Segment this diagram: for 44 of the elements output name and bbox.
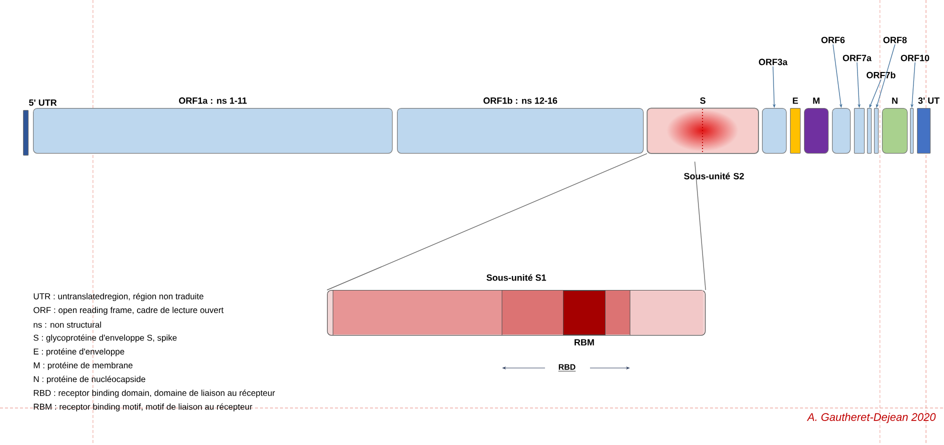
definition-text: E : protéine d'enveloppe <box>34 348 124 356</box>
definition-text: M : protéine de membrane <box>34 362 132 370</box>
gene-box <box>854 108 865 154</box>
domain-label: RBD <box>558 364 576 372</box>
gene-box <box>832 108 851 154</box>
node-label: S <box>700 97 706 104</box>
gene-box <box>762 108 787 154</box>
node-label: Sous-unité S1 <box>486 274 546 281</box>
utr-bar: 5' UTR <box>23 100 57 156</box>
credit-text: A. Gautheret-Dejean 2020 <box>806 412 936 424</box>
gene-box <box>874 108 879 154</box>
definition-text: ORF : open reading frame, cadre de lecture ouvert <box>34 306 224 315</box>
zoom-line <box>694 161 706 290</box>
gene-box: S <box>646 97 759 154</box>
motif-segment: RBM <box>563 290 606 346</box>
gene-label: ORF7b <box>866 72 896 78</box>
gene-box: ORF1b : ns 12-16 <box>397 97 644 154</box>
gene-box: M <box>804 98 829 154</box>
node-label: ORF1b : ns 12-16 <box>484 97 558 104</box>
gene-box: E <box>790 98 801 154</box>
definition-text: S : glycoprotéine d'enveloppe S, spike <box>34 334 177 342</box>
gene-box <box>867 108 872 154</box>
gene-label: ORF3a <box>758 58 788 66</box>
node-label: M <box>813 98 820 104</box>
node-label: RBM <box>574 339 594 346</box>
node-label: N <box>892 98 898 104</box>
utr-bar: 3' UT <box>917 97 940 154</box>
node-label: ORF1a : ns 1-11 <box>179 97 247 104</box>
gene-label: ORF10 <box>900 54 930 62</box>
gene-label: ORF7a <box>842 54 872 62</box>
definition-text: ns : non structural <box>34 321 101 328</box>
definition-text: UTR : untranslatedregion, région non traduite <box>34 293 204 301</box>
zoom-line <box>326 153 648 290</box>
subunit-label: Sous-unité S2 <box>684 172 744 180</box>
node-label: E <box>792 98 798 104</box>
gene-label: ORF6 <box>821 36 845 44</box>
definition-text: RBD : receptor binding domain, domaine de liaison au récepteur <box>34 390 275 398</box>
gene-label: ORF8 <box>883 36 907 44</box>
node-label: 5' UTR <box>29 100 57 106</box>
node-label: 3' UT <box>918 97 940 104</box>
gene-box <box>910 108 914 154</box>
definition-text: RBM : receptor binding motif, motif de liaison au récepteur <box>34 403 252 412</box>
definition-text: N : protéine de nucléocapside <box>34 376 146 384</box>
gene-box: N <box>882 98 908 154</box>
